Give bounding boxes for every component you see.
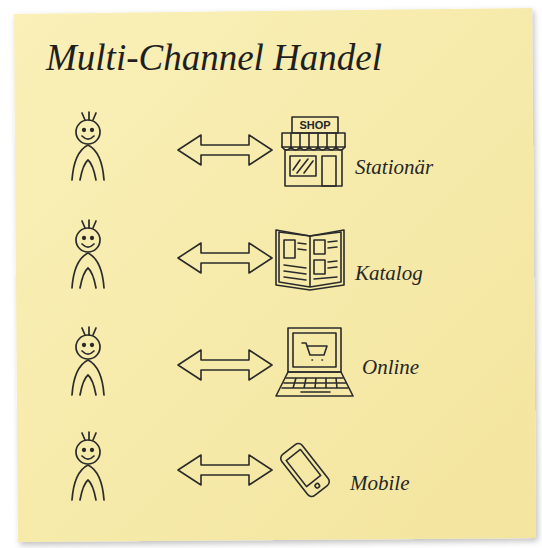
double-arrow (178, 135, 272, 165)
shop-sign (292, 117, 338, 133)
book-cover (276, 230, 344, 290)
channel-node: Katalog (270, 222, 500, 294)
shop-icon (282, 117, 345, 186)
book-pages (279, 232, 341, 287)
shop-door (322, 156, 336, 186)
double-arrow (178, 350, 272, 380)
laptop-base (276, 372, 353, 396)
laptop-icon (276, 328, 353, 396)
page-picture (314, 260, 325, 274)
page-lines (284, 243, 306, 280)
double-arrow (178, 243, 272, 273)
channel-node: SHOP Stationär (270, 110, 510, 192)
channel-label: Online (362, 356, 419, 379)
catalog-icon (276, 230, 344, 290)
page-picture (284, 240, 295, 258)
page-lines (314, 241, 337, 279)
laptop-display (293, 333, 336, 367)
channel-label: Stationär (355, 156, 433, 179)
channel-node: Mobile (270, 440, 500, 512)
laptop-screen (288, 328, 341, 372)
channel-label: Katalog (355, 262, 423, 285)
page-picture (314, 240, 325, 254)
window-hatching (293, 159, 313, 173)
phone-body (279, 442, 332, 499)
sticky-note (14, 8, 536, 542)
awning-stripes (291, 133, 336, 147)
shop-sign-text: SHOP (292, 119, 338, 131)
customer-figure (72, 432, 104, 500)
cart-symbol (302, 343, 327, 360)
customer-figure (72, 327, 104, 395)
laptop-keyboard (282, 378, 348, 392)
customer-figure (72, 220, 104, 288)
channel-node: Online (270, 326, 500, 398)
phone-screen (286, 449, 321, 486)
customer-figure (72, 112, 104, 180)
double-arrow (178, 455, 272, 485)
phone-icon (279, 442, 332, 499)
phone-button (314, 483, 320, 489)
shop-building (285, 150, 342, 186)
shop-awning (282, 133, 345, 147)
diagram-title: Multi-Channel Handel (46, 36, 382, 79)
shop-window (290, 156, 316, 176)
channel-label: Mobile (350, 472, 409, 495)
